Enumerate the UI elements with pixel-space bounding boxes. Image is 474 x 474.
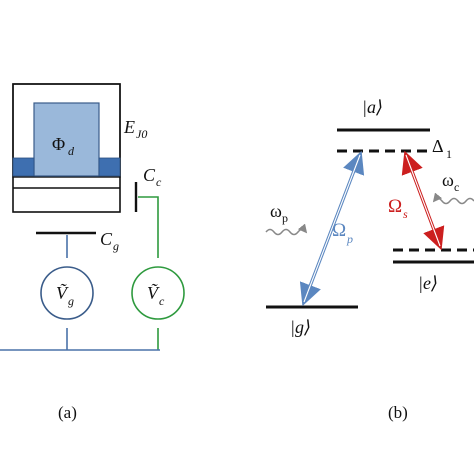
coupler-capacitor-sub: c bbox=[156, 175, 162, 189]
gate-voltage-label: Ṽ bbox=[56, 283, 69, 303]
omega-p-sub: p bbox=[282, 211, 288, 225]
probe-transition-arrow-inner bbox=[303, 154, 361, 303]
probe-photon-wavy-arrow bbox=[265, 223, 308, 236]
panel-b-caption: (b) bbox=[388, 403, 408, 422]
rabi-s-sub: s bbox=[403, 207, 408, 221]
gate-voltage-source bbox=[40, 266, 94, 320]
coupler-voltage-source bbox=[131, 266, 185, 320]
josephson-junction-right bbox=[98, 157, 121, 177]
level-e-label: |e⟩ bbox=[418, 273, 438, 293]
qubit-inner-frame bbox=[12, 83, 121, 178]
coupler-capacitor-label: C bbox=[143, 165, 156, 185]
level-g-label: |g⟩ bbox=[290, 317, 311, 337]
omega-c-label: ω bbox=[442, 170, 454, 190]
panel-a-circuit: Φ d E J0 C c C g Ṽ g Ṽ c (a) bbox=[0, 83, 185, 422]
control-photon-wavy-arrow bbox=[432, 192, 474, 205]
coupler-voltage-sub: c bbox=[159, 294, 165, 308]
omega-p-label: ω bbox=[270, 201, 282, 221]
rabi-p-sub: p bbox=[346, 232, 353, 246]
panel-a-caption: (a) bbox=[58, 403, 77, 422]
qubit-flux-sub: d bbox=[68, 144, 75, 158]
gate-voltage-sub: g bbox=[68, 294, 74, 308]
coupler-wire bbox=[138, 196, 159, 258]
gate-capacitor-label: C bbox=[100, 229, 113, 249]
qubit-island bbox=[33, 102, 100, 177]
qubit-flux-label: Φ bbox=[52, 134, 65, 154]
junction-energy-label: E bbox=[123, 117, 135, 137]
junction-energy-sub: J0 bbox=[136, 127, 147, 141]
omega-c-sub: c bbox=[454, 180, 459, 194]
level-a-label: |a⟩ bbox=[362, 97, 383, 117]
josephson-junction-left bbox=[12, 157, 35, 177]
detuning-sub: 1 bbox=[446, 147, 452, 161]
coupler-voltage-label: Ṽ bbox=[147, 283, 160, 303]
gate-capacitor-sub: g bbox=[113, 239, 119, 253]
rabi-p-label: Ω bbox=[332, 220, 346, 241]
panel-b-level-diagram: |a⟩ Δ 1 |g⟩ |e⟩ Ω p Ω s ω p ω c (b) bbox=[265, 97, 474, 422]
detuning-label: Δ bbox=[432, 136, 444, 156]
stokes-transition-arrow-inner bbox=[405, 154, 441, 247]
rabi-s-label: Ω bbox=[388, 196, 402, 217]
